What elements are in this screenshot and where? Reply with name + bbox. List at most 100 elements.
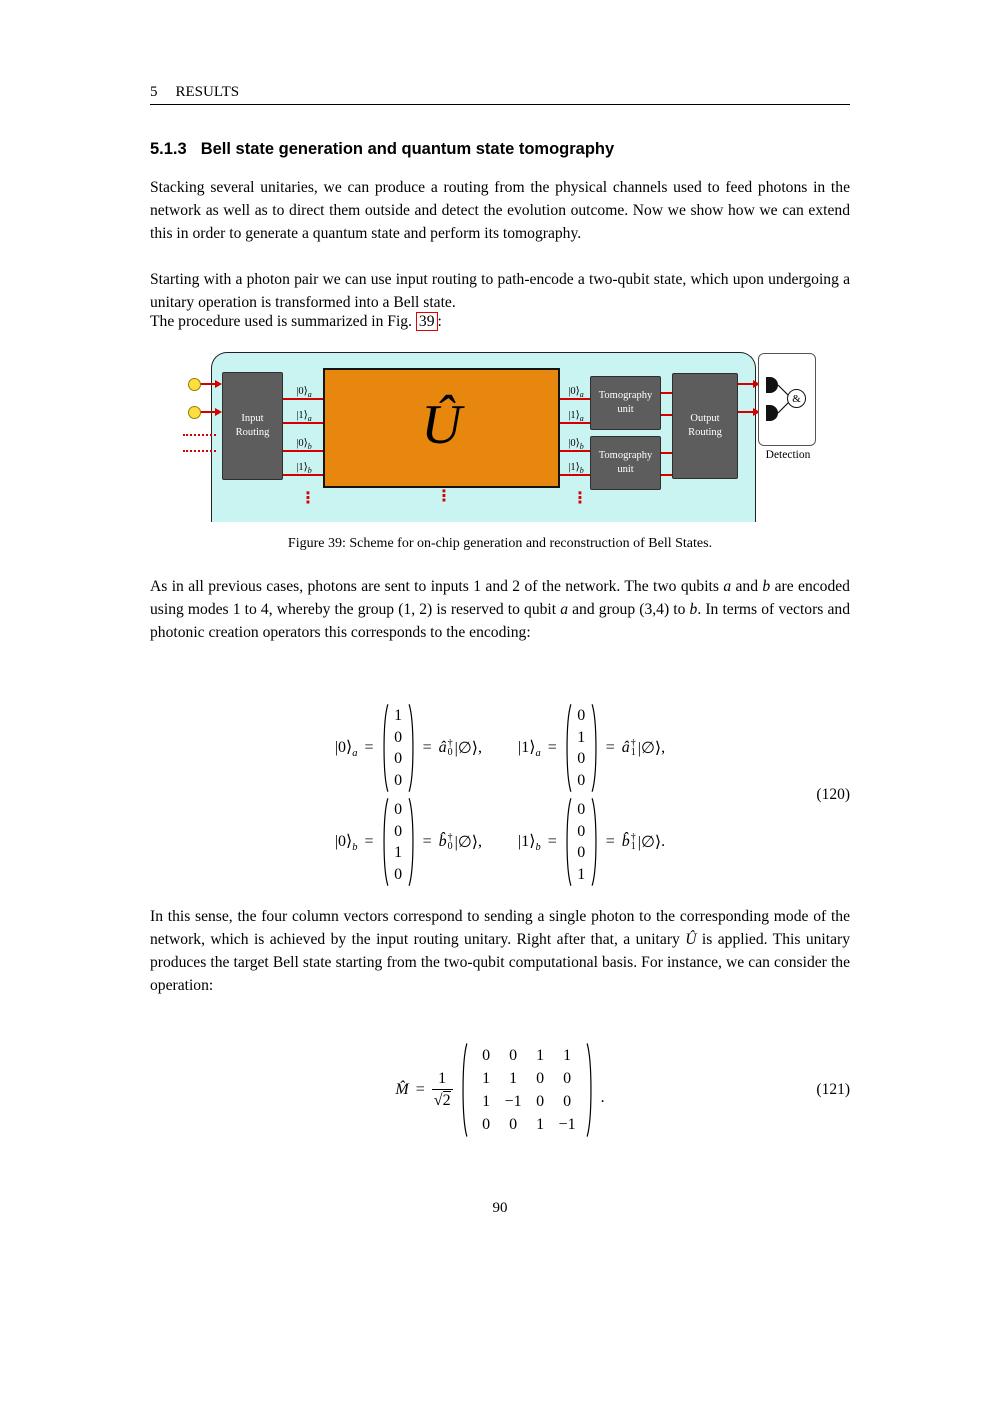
matrix-entry: 0 bbox=[482, 1047, 491, 1064]
input-routing-label-line1: Input bbox=[241, 412, 264, 424]
section-title: Bell state generation and quantum state … bbox=[200, 140, 615, 158]
detection-box: & bbox=[758, 353, 816, 446]
input-ellipsis-wire-1 bbox=[183, 434, 216, 436]
mode-wire bbox=[283, 422, 323, 424]
output-routing-box: Output Routing bbox=[672, 373, 738, 479]
input-wire-2 bbox=[199, 411, 216, 413]
vector-entry: 0 bbox=[577, 750, 586, 767]
mode-wire bbox=[283, 398, 323, 400]
tomo-output-wire bbox=[661, 452, 672, 454]
mode-wire bbox=[283, 474, 323, 476]
equation-120: |0⟩a = 1 0 0 0 = â†0|∅⟩, bbox=[150, 697, 850, 893]
vector-entry: 0 bbox=[394, 865, 403, 883]
vdots-center-icon: ⋮ bbox=[436, 486, 452, 505]
ket-1b: |1⟩b bbox=[518, 832, 541, 854]
detection-arrow-icon-2 bbox=[753, 407, 760, 416]
vector-entry: 0 bbox=[577, 771, 586, 789]
photon-source-icon-2 bbox=[188, 406, 201, 419]
matrix-entry: 0 bbox=[509, 1116, 518, 1133]
figure-ref-colon: : bbox=[437, 313, 442, 330]
matrix-entry: 1 bbox=[536, 1116, 545, 1133]
mode-label-0a-right: |0⟩a bbox=[568, 386, 584, 400]
fraction-one-over-sqrt2: 1 √2 bbox=[431, 1070, 453, 1109]
tomography-unit-box-1: Tomography unit bbox=[590, 376, 661, 430]
vector-entry: 0 bbox=[394, 728, 403, 746]
figure-39-scheme: Input Routing |0⟩a |1⟩a |0⟩b |1⟩b Û |0⟩a… bbox=[183, 350, 816, 526]
matrix-entry: 0 bbox=[536, 1070, 545, 1087]
input-arrow-icon-2 bbox=[215, 407, 222, 416]
vector-entry: 0 bbox=[394, 822, 403, 840]
matrix-entry: −1 bbox=[504, 1093, 522, 1110]
matrix-symbol: M̂ bbox=[395, 1081, 409, 1098]
equation-number-121: (121) bbox=[816, 1081, 850, 1098]
encoding-term-1a: |1⟩a = 0 1 0 0 = â†1|∅⟩, bbox=[518, 703, 665, 793]
unitary-box: Û bbox=[323, 368, 560, 488]
photon-source-icon-1 bbox=[188, 378, 201, 391]
left-paren-icon bbox=[381, 797, 389, 887]
coincidence-circle-icon: & bbox=[787, 389, 806, 408]
figure-ref-text: The procedure used is summarized in Fig. bbox=[150, 313, 416, 330]
creation-operator-b1: b̂†1|∅⟩. bbox=[621, 831, 666, 852]
paragraph-encoding: As in all previous cases, photons are se… bbox=[150, 578, 850, 642]
input-wire-1 bbox=[199, 383, 216, 385]
mode-wire bbox=[560, 474, 590, 476]
bell-matrix: 0 0 1 1 1 1 0 0 1 −1 0 0 0 bbox=[460, 1042, 594, 1138]
matrix-entry: 1 bbox=[563, 1047, 572, 1064]
mode-label-0b-left: |0⟩b bbox=[296, 438, 312, 452]
detection-arrow-icon-1 bbox=[753, 379, 760, 388]
matrix-entry: 0 bbox=[563, 1093, 572, 1110]
creation-operator-a0: â†0|∅⟩, bbox=[438, 737, 482, 758]
ket-0a: |0⟩a bbox=[334, 738, 358, 760]
left-paren-icon bbox=[564, 703, 572, 793]
vdots-right-icon: ⋮ bbox=[572, 488, 588, 507]
equation-121: M̂ = 1 √2 0 0 1 1 1 1 bbox=[150, 1038, 850, 1142]
mode-label-1a-left: |1⟩a bbox=[296, 410, 312, 424]
matrix-entry: 0 bbox=[509, 1047, 518, 1064]
unitary-symbol: Û bbox=[421, 394, 462, 456]
tomography-unit-box-2: Tomography unit bbox=[590, 436, 661, 490]
vector-entry: 0 bbox=[577, 707, 586, 724]
right-paren-icon bbox=[408, 797, 416, 887]
tomo-output-wire bbox=[661, 414, 672, 416]
column-vector: 0 0 1 0 bbox=[381, 797, 416, 887]
column-vector: 0 1 0 0 bbox=[564, 703, 599, 793]
encoding-term-1b: |1⟩b = 0 0 0 1 = b̂†1|∅⟩. bbox=[518, 797, 665, 887]
equation-number-120: (120) bbox=[816, 786, 850, 803]
detection-wire-2 bbox=[738, 411, 753, 413]
vector-entry: 1 bbox=[577, 728, 586, 746]
encoding-term-0a: |0⟩a = 1 0 0 0 = â†0|∅⟩, bbox=[335, 703, 482, 793]
mode-label-0b-right: |0⟩b bbox=[568, 438, 584, 452]
creation-operator-a1: â†1|∅⟩, bbox=[621, 737, 666, 758]
mode-label-1a-right: |1⟩a bbox=[568, 410, 584, 424]
vector-entry: 1 bbox=[577, 865, 586, 883]
column-vector: 1 0 0 0 bbox=[381, 703, 416, 793]
matrix-entry: 0 bbox=[563, 1070, 572, 1087]
vector-entry: 0 bbox=[577, 801, 586, 818]
bell-unitary-definition: M̂ = 1 √2 0 0 1 1 1 1 bbox=[395, 1042, 605, 1138]
chapter-number: 5 bbox=[150, 84, 158, 100]
mode-wire bbox=[283, 450, 323, 452]
section-heading: 5.1.3 Bell state generation and quantum s… bbox=[150, 140, 850, 159]
paragraph-intro: Stacking several unitaries, we can produ… bbox=[150, 179, 850, 243]
chapter-title: RESULTS bbox=[175, 84, 240, 100]
section-number: 5.1.3 bbox=[150, 140, 187, 158]
encoding-term-0b: |0⟩b = 0 0 1 0 = b̂†0|∅⟩, bbox=[335, 797, 482, 887]
ket-0b: |0⟩b bbox=[334, 832, 358, 854]
creation-operator-b0: b̂†0|∅⟩, bbox=[438, 831, 482, 852]
column-vector: 0 0 0 1 bbox=[564, 797, 599, 887]
matrix-entry: 1 bbox=[482, 1070, 491, 1087]
paragraph-unitary: In this sense, the four column vectors c… bbox=[150, 908, 850, 995]
detector-icon-1 bbox=[766, 377, 778, 393]
input-ellipsis-wire-2 bbox=[183, 450, 216, 452]
left-paren-icon bbox=[564, 797, 572, 887]
input-arrow-icon-1 bbox=[215, 379, 222, 388]
paragraph-figure-ref: The procedure used is summarized in Fig.… bbox=[150, 310, 850, 333]
tomo-output-wire bbox=[661, 392, 672, 394]
mode-label-1b-left: |1⟩b bbox=[296, 462, 312, 476]
vector-entry: 0 bbox=[577, 822, 586, 840]
mode-wire bbox=[560, 450, 590, 452]
figure-39-link[interactable]: 39 bbox=[415, 312, 438, 331]
vector-entry: 0 bbox=[394, 771, 403, 789]
right-paren-icon bbox=[591, 797, 599, 887]
